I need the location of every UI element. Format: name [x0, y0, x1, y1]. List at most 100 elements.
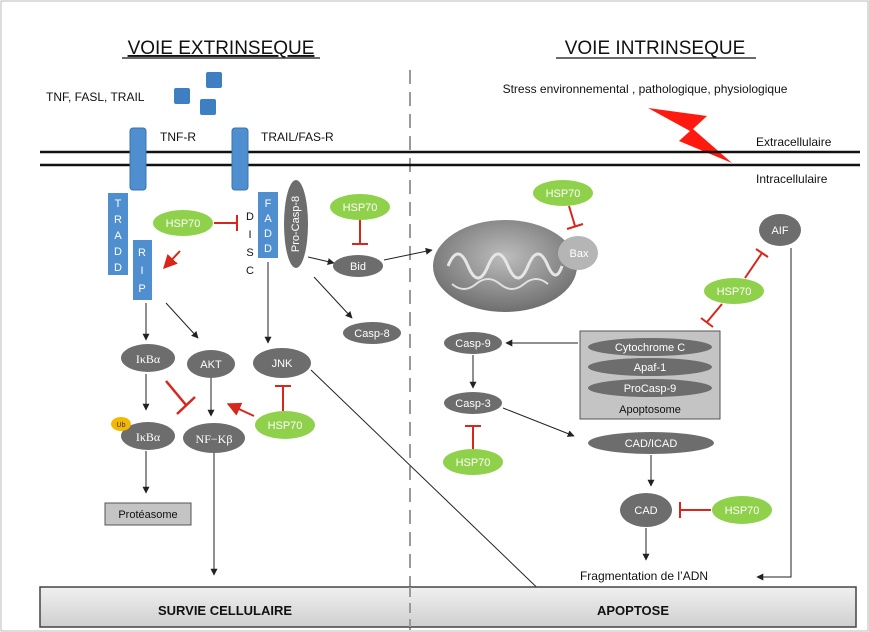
casp8-node — [343, 322, 401, 344]
stress-label: Stress environnemental , pathologique, p… — [503, 82, 788, 96]
ligand-square — [174, 88, 190, 104]
tnf-receptor — [129, 127, 147, 191]
apoptosome-label: Apoptosome — [619, 404, 681, 416]
arrow — [165, 302, 199, 339]
tradd-letter: D — [114, 262, 122, 274]
rip-letter: I — [140, 265, 143, 277]
cadicad-label: CAD/ICAD — [625, 438, 678, 450]
tradd-box — [108, 193, 128, 275]
arrow — [307, 256, 335, 265]
hsp70-cad — [712, 496, 772, 524]
trail-fas-receptor — [231, 127, 249, 191]
proteasome-box — [104, 502, 192, 526]
ligand-square — [206, 72, 222, 88]
hsp70-label: HSP70 — [268, 420, 303, 432]
hsp70-bid — [330, 194, 390, 220]
mitochondrion-cristae — [451, 278, 549, 290]
casp9-label: Casp-9 — [455, 338, 490, 350]
apoptosome-item-label: ProCasp-9 — [624, 383, 677, 395]
casp8-label: Casp-8 — [354, 328, 389, 340]
mitochondrion-cristae — [446, 252, 564, 280]
survival-label: SURVIE CELLULAIRE — [158, 603, 292, 618]
hsp70-jnk — [255, 411, 315, 439]
ligands-label: TNF, FASL, TRAIL — [46, 90, 145, 104]
hsp70-label: HSP70 — [546, 188, 581, 200]
hsp70-disc — [153, 210, 213, 236]
fadd-letter: D — [264, 243, 272, 255]
bax-node — [558, 236, 598, 270]
cad-node — [620, 493, 672, 527]
fadd-box — [258, 192, 278, 258]
procasp8-label: Pro-Casp-8 — [290, 196, 302, 252]
arrow — [383, 247, 433, 261]
inhibit-line — [744, 252, 763, 279]
hsp70-casp3 — [443, 449, 503, 475]
tradd-letter: A — [114, 230, 122, 242]
hsp70-label: HSP70 — [343, 202, 378, 214]
aif-node — [759, 214, 801, 246]
fadd-letter: D — [264, 228, 272, 240]
casp3-node — [444, 392, 502, 414]
ikba-ub-label: IκBα — [136, 430, 161, 444]
fragmentation-label: Fragmentation de l’ADN — [580, 569, 708, 583]
inhibit-bar — [755, 248, 769, 258]
apoptosis-label: APOPTOSE — [597, 603, 669, 618]
hsp70-label: HSP70 — [725, 505, 760, 517]
apoptosome-item-label: Apaf-1 — [634, 362, 666, 374]
cad-label: CAD — [634, 505, 657, 517]
nfkb-node — [183, 423, 245, 453]
fadd-letter: F — [265, 198, 272, 210]
ubiquitin-badge — [111, 417, 131, 431]
tradd-letter: T — [115, 198, 122, 210]
arrow — [502, 407, 575, 437]
ligand-square — [200, 99, 216, 115]
activate-arrow-red — [163, 250, 181, 270]
ikba-ub-node — [121, 422, 175, 450]
fadd-letter: A — [264, 213, 272, 225]
inhibit-bar — [700, 317, 714, 328]
procasp8-node — [284, 180, 308, 268]
ubiquitin-label: Ub — [117, 422, 126, 429]
ikba-label: IκBα — [136, 352, 161, 366]
trail-fas-label: TRAIL/FAS-R — [261, 130, 334, 144]
hsp70-bax — [533, 180, 593, 206]
apoptosome-item-label: Cytochrome C — [615, 342, 685, 354]
header-extrinsic: VOIE EXTRINSEQUE — [128, 38, 315, 59]
casp3-label: Casp-3 — [455, 398, 490, 410]
hsp70-label: HSP70 — [166, 218, 201, 230]
hsp70-label: HSP70 — [456, 457, 491, 469]
akt-label: AKT — [200, 359, 222, 371]
lightning-icon — [648, 108, 732, 163]
cadicad-node — [588, 432, 714, 454]
tradd-letter: D — [114, 246, 122, 258]
aif-label: AIF — [771, 225, 788, 237]
intracellular-label: Intracellulaire — [756, 172, 828, 186]
arrow — [310, 369, 553, 603]
apoptosome-item — [588, 338, 712, 356]
disc-letter: S — [246, 247, 253, 259]
outcome-bar — [39, 586, 857, 628]
tradd-letter: R — [114, 214, 122, 226]
rip-box — [133, 240, 152, 300]
jnk-node — [253, 348, 311, 378]
bax-label: Bax — [570, 248, 589, 260]
rip-letter: P — [138, 283, 145, 295]
disc-letter: C — [246, 265, 254, 277]
bid-node — [333, 255, 383, 277]
mitochondrion-icon — [433, 220, 577, 312]
arrow — [756, 248, 792, 581]
ikba-node — [121, 344, 175, 372]
inhibit-line — [568, 205, 576, 227]
rip-letter: R — [138, 247, 146, 259]
bid-label: Bid — [350, 261, 366, 273]
casp9-node — [444, 332, 502, 354]
tnfr-label: TNF-R — [160, 130, 196, 144]
activate-arrow-red — [226, 402, 255, 417]
disc-letter: D — [246, 211, 254, 223]
inhibit-bar — [566, 223, 584, 230]
hsp70-aif — [704, 278, 764, 304]
jnk-label: JNK — [272, 358, 293, 370]
header-intrinsic: VOIE INTRINSEQUE — [565, 38, 746, 59]
